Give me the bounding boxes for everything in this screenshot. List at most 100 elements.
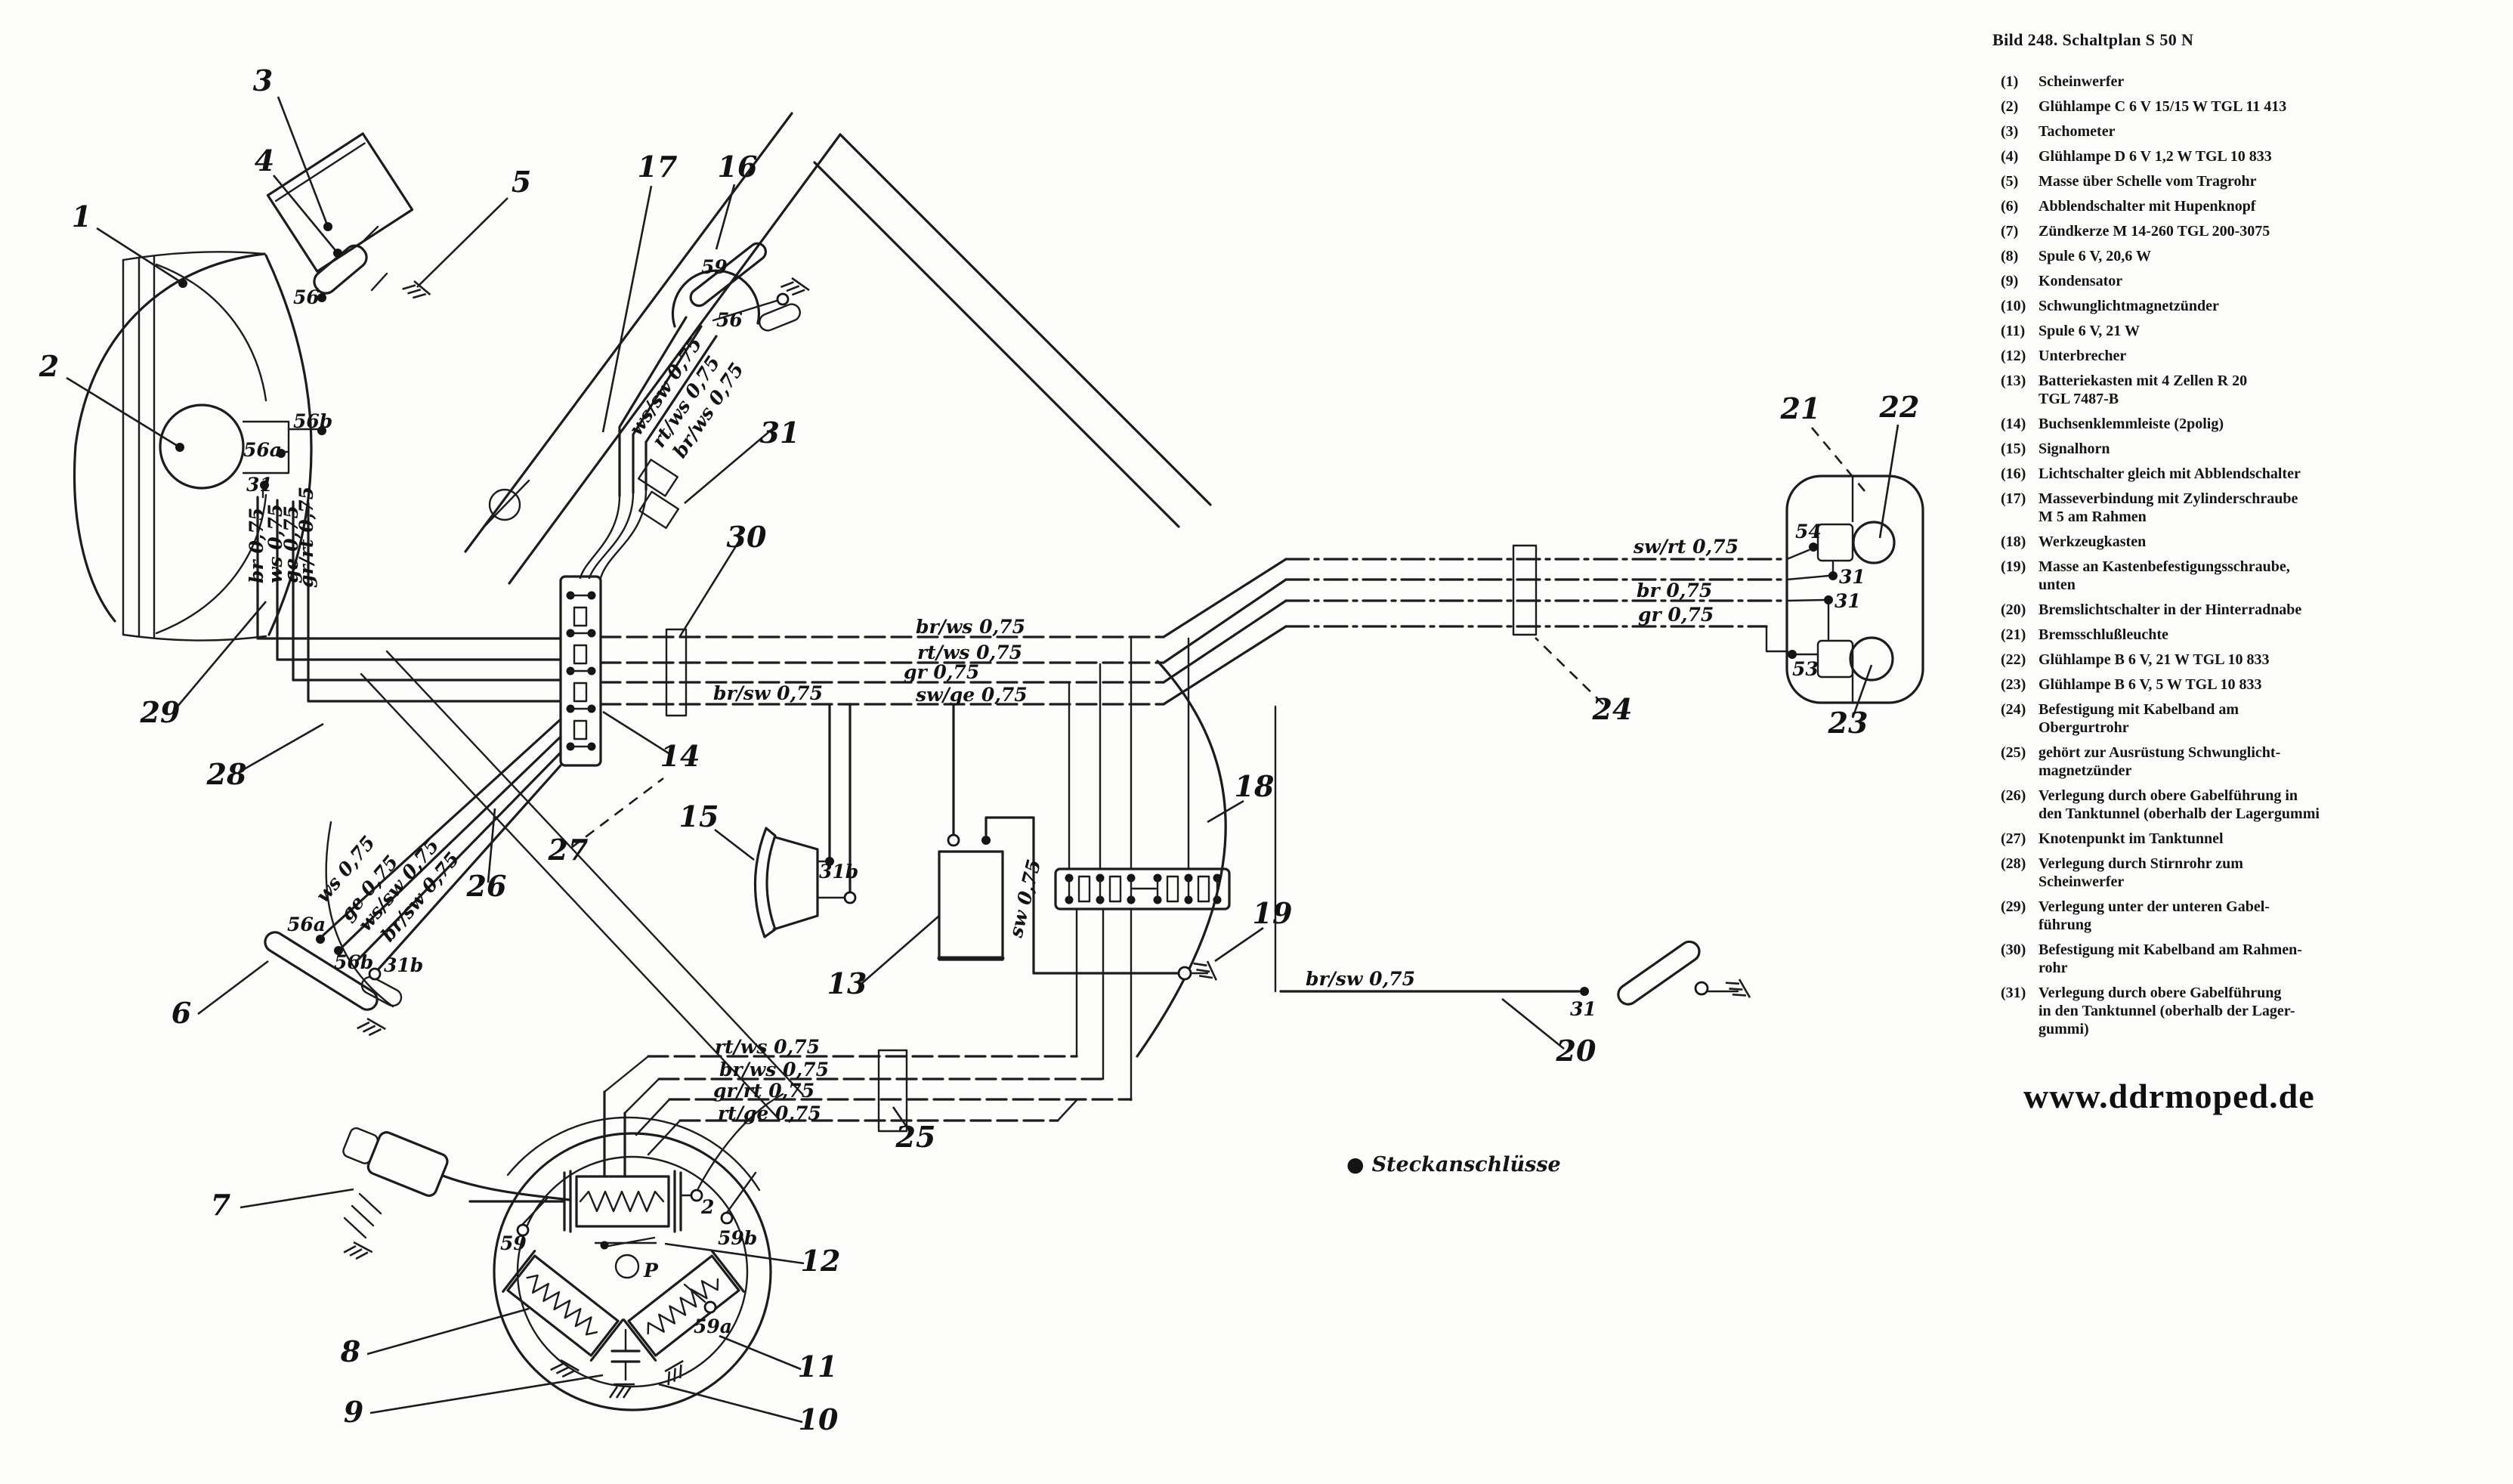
legend-item-number: (2): [2001, 98, 2019, 115]
callout-30: 30: [727, 520, 767, 554]
legend-item-number: (26): [2001, 787, 2026, 804]
callout-leader: [602, 710, 673, 757]
callout-14: 14: [660, 739, 700, 773]
wire-label: gr/rt 0,75: [295, 487, 317, 588]
terminal-label: 31: [1839, 566, 1865, 588]
callout-8: 8: [340, 1334, 360, 1368]
legend-item-text: Verlegung unter der unteren Gabel- führu…: [2039, 898, 2270, 933]
callout-leader: [715, 184, 736, 250]
condenser: [608, 1328, 641, 1399]
legend-item-text: Kondensator: [2039, 273, 2123, 289]
legend-item-number: (5): [2001, 173, 2019, 190]
legend-item: (10)Schwunglichtmagnetzünder: [2001, 297, 2508, 315]
legend-item-text: Zündkerze M 14-260 TGL 200-3075: [2039, 223, 2270, 240]
callout-7: 7: [211, 1188, 230, 1222]
legend-item-number: (25): [2001, 744, 2026, 761]
legend-item-number: (27): [2001, 830, 2026, 847]
callout-leader: [66, 376, 181, 449]
callout-21: 21: [1780, 391, 1821, 425]
wire-label: br/sw 0,75: [1306, 968, 1415, 990]
callout-leader: [366, 1307, 530, 1356]
terminal-label: 2: [700, 1196, 714, 1218]
callout-29: 29: [140, 695, 181, 729]
callout-leader: [1851, 664, 1873, 719]
terminal-ring: [368, 967, 382, 981]
legend-item: (6)Abblendschalter mit Hupenknopf: [2001, 197, 2508, 215]
callout-2: 2: [39, 349, 59, 383]
terminal-label: 31: [1570, 998, 1597, 1020]
legend-item-number: (18): [2001, 533, 2026, 550]
callout-leader: [1501, 997, 1565, 1050]
legend-item: (20)Bremslichtschalter in der Hinterradn…: [2001, 601, 2508, 619]
cable-clamp-24: [1512, 544, 1538, 636]
dimmer-switch: [264, 718, 562, 1042]
frame-tubes: [325, 112, 1212, 1118]
terminal-label: 59a: [694, 1316, 732, 1337]
callout-leader: [96, 227, 184, 285]
headlight: [73, 251, 322, 642]
legend-item-number: (24): [2001, 701, 2026, 718]
legend-item-number: (7): [2001, 223, 2019, 240]
toolbox: [1136, 660, 1227, 1058]
terminal-label: 59: [701, 256, 728, 278]
terminal-label: 31b: [384, 954, 423, 976]
connector-note-text: Steckanschlüsse: [1371, 1153, 1561, 1176]
battery-box: [937, 703, 1180, 975]
legend-item: (17)Masseverbindung mit Zylinderschraube…: [2001, 490, 2508, 526]
legend-item: (11)Spule 6 V, 21 W: [2001, 322, 2508, 340]
terminal-dot: [260, 481, 269, 490]
terminal-dot: [317, 426, 326, 435]
legend-item-text: Glühlampe B 6 V, 21 W TGL 10 833: [2039, 651, 2270, 668]
callout-12: 12: [801, 1244, 841, 1278]
callout-13: 13: [827, 966, 867, 1000]
spark-plug: [342, 1127, 572, 1266]
legend-item: (24) Befestigung mit Kabelband am Obergur…: [2001, 700, 2508, 737]
legend-item-text: Befestigung mit Kabelband am Obergurtroh…: [2039, 701, 2239, 736]
legend-item-number: (10): [2001, 298, 2026, 314]
terminal-dot: [825, 857, 834, 866]
callout-22: 22: [1879, 390, 1920, 424]
legend-item-number: (19): [2001, 558, 2026, 575]
terminal-dot: [1824, 595, 1833, 604]
legend-item: (26)Verlegung durch obere Gabelführung i…: [2001, 787, 2508, 823]
callout-31: 31: [760, 416, 800, 450]
connector-note-bullet: ●: [1346, 1153, 1365, 1176]
terminal-label: P: [643, 1260, 659, 1281]
callout-leader: [570, 777, 664, 849]
coil-20w: [502, 1250, 624, 1362]
legend-item: (12)Unterbrecher: [2001, 347, 2508, 365]
legend-item: (4) Glühlampe D 6 V 1,2 W TGL 10 833: [2001, 147, 2508, 165]
wire-label: sw/ge 0,75: [915, 684, 1028, 706]
legend-item-number: (4): [2001, 148, 2019, 165]
main-loom: [599, 544, 1830, 706]
legend-item-text: Glühlampe D 6 V 1,2 W TGL 10 833: [2039, 148, 2272, 165]
wire-label: sw 0,75: [1004, 857, 1045, 940]
legend-item: (1)Scheinwerfer: [2001, 73, 2508, 91]
bottom-loom: [603, 1049, 1133, 1156]
legend-item: (9)Kondensator: [2001, 272, 2508, 290]
terminal-ring: [720, 1211, 734, 1225]
headlight-bulb: [159, 403, 245, 490]
legend-item-number: (29): [2001, 898, 2026, 915]
callout-end-dot: [333, 249, 342, 258]
callout-5: 5: [512, 165, 531, 199]
callout-leader: [369, 1374, 604, 1414]
switch-to-headlight-wires: [579, 316, 718, 717]
terminal-dot: [1809, 543, 1818, 552]
legend-item-text: Bremsschlußleuchte: [2039, 626, 2168, 643]
legend-item: (16)Lichtschalter gleich mit Abblendscha…: [2001, 465, 2508, 483]
legend-item: (19)Masse an Kastenbefestigungsschraube,…: [2001, 558, 2508, 594]
callout-4: 4: [255, 144, 274, 178]
wire-label: gr 0,75: [904, 661, 979, 683]
callout-leader: [664, 1242, 805, 1265]
legend-item-text: Scheinwerfer: [2039, 73, 2125, 90]
callout-leader: [601, 185, 653, 433]
legend-item-number: (23): [2001, 676, 2026, 693]
wire-label: gr 0,75: [1638, 604, 1714, 626]
legend-item-text: gehört zur Ausrüstung Schwunglicht- magn…: [2039, 744, 2281, 779]
callout-leader: [176, 601, 267, 708]
terminal-dot: [317, 293, 326, 302]
tachometer: [266, 132, 431, 307]
legend-item-text: Signalhorn: [2039, 441, 2110, 457]
